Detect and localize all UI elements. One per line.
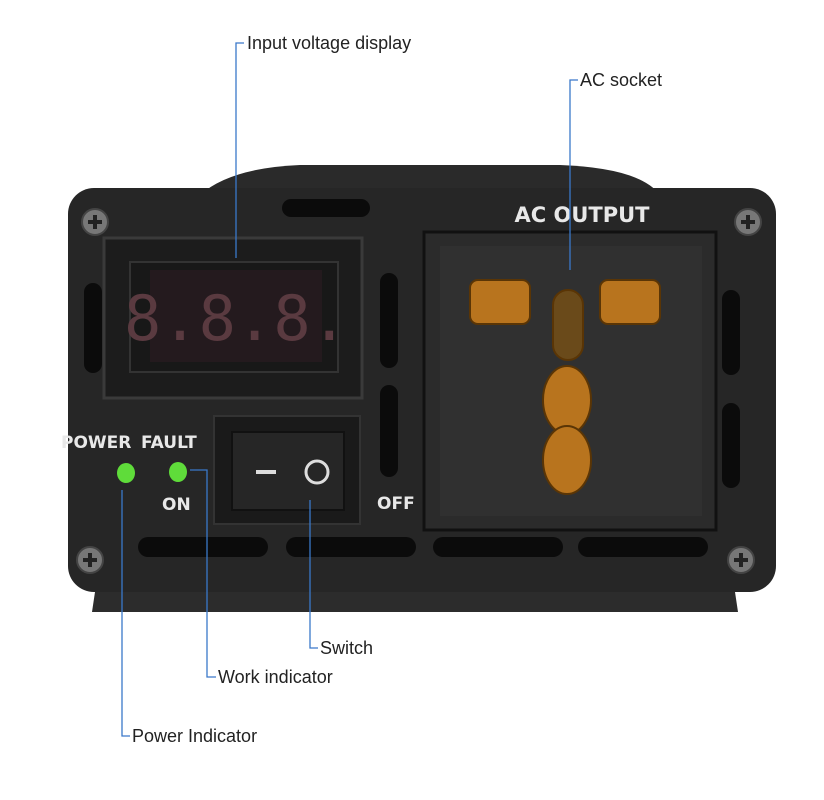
socket-holes (469, 279, 661, 495)
housing-top (200, 165, 660, 195)
voltage-display-screen (150, 270, 322, 362)
mounting-bracket (92, 592, 738, 612)
leader-lines (121, 42, 578, 737)
power-led-icon (117, 463, 135, 483)
work-led-icon (169, 462, 187, 482)
switch-on-mark (256, 470, 276, 474)
callout-ac-socket: AC socket (580, 70, 663, 90)
display-digits: 8.8.8. (124, 282, 348, 355)
callout-switch: Switch (320, 638, 374, 658)
vent-slots (84, 199, 740, 557)
callout-work-indicator: Work indicator (218, 667, 333, 687)
switch-off-mark (304, 459, 330, 485)
fault-label: FAULT (141, 433, 197, 453)
on-label: ON (162, 495, 191, 515)
ac-output-label: AC OUTPUT (515, 203, 651, 227)
callout-input-voltage-display: Input voltage display (247, 33, 412, 53)
power-switch[interactable] (231, 431, 345, 511)
off-label: OFF (377, 494, 415, 514)
power-label: POWER (61, 433, 131, 453)
callout-power-indicator: Power Indicator (132, 726, 258, 746)
